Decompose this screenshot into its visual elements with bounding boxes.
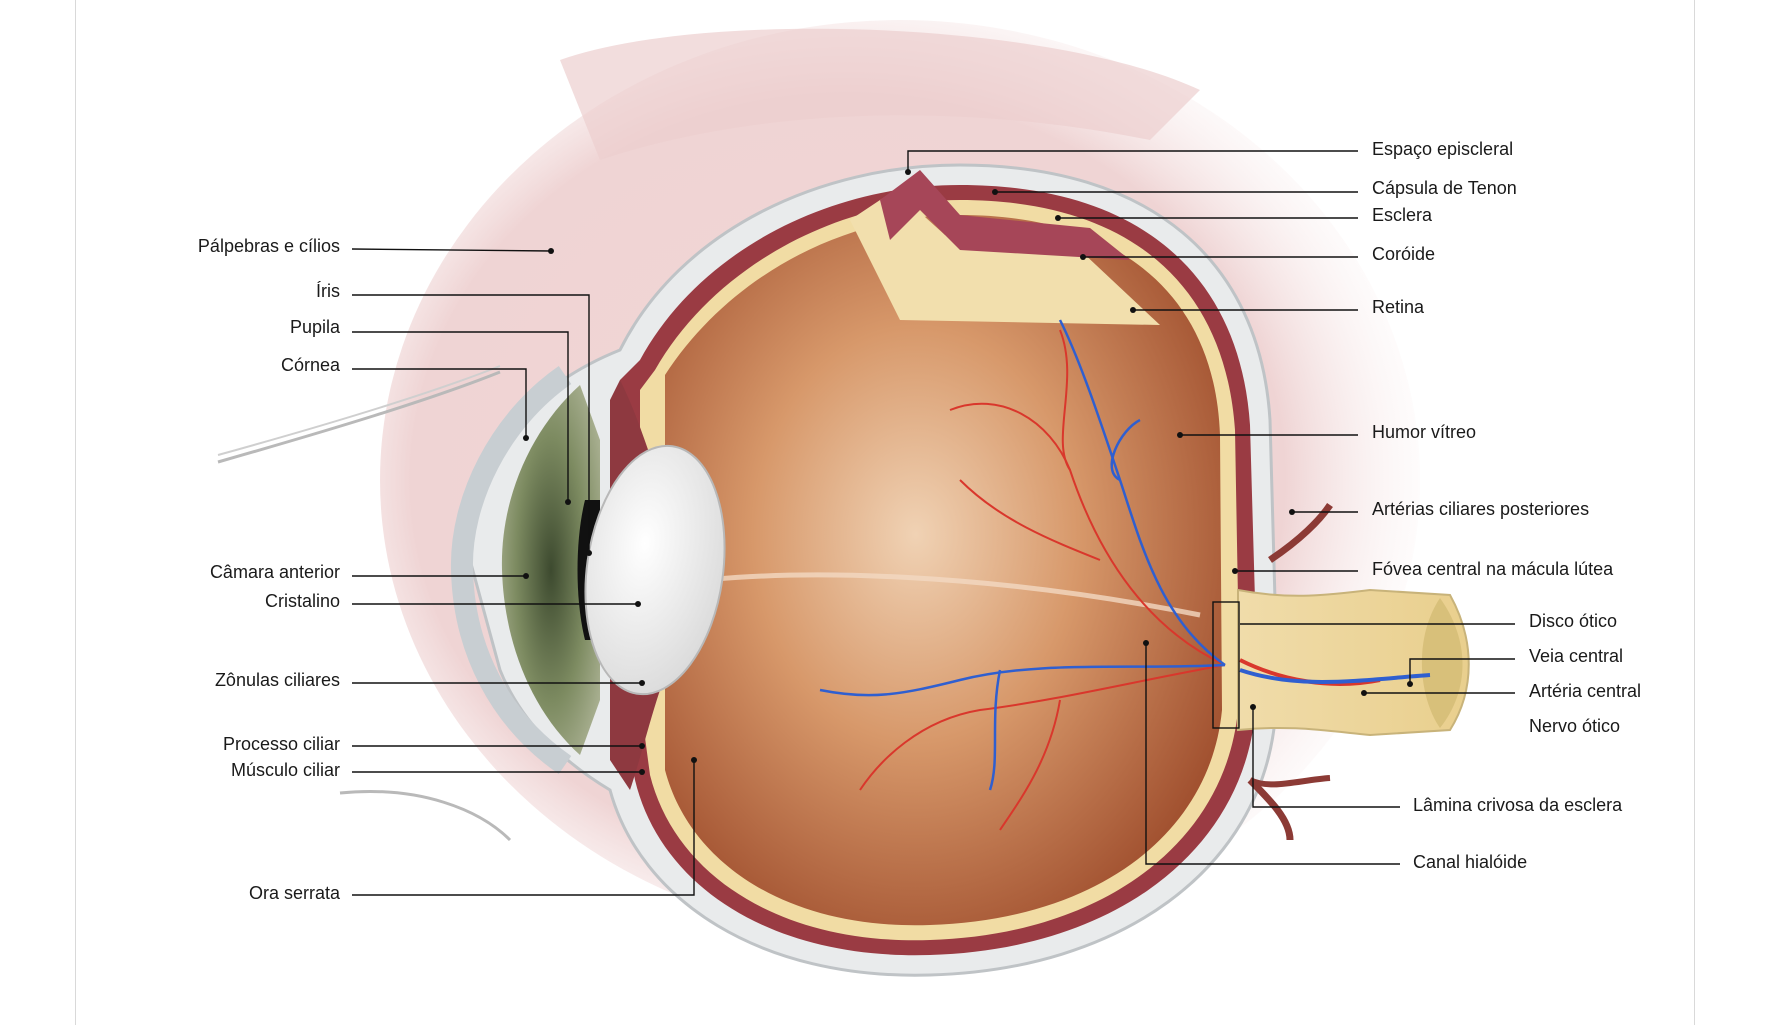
upper-tissue — [560, 28, 1200, 160]
label-zonulas: Zônulas ciliares — [215, 670, 340, 690]
label-canal-hialoide: Canal hialóide — [1413, 852, 1527, 872]
lower-lashes — [339, 790, 512, 842]
label-iris: Íris — [316, 281, 340, 301]
label-coroide: Coróide — [1372, 244, 1435, 264]
diagram-frame — [75, 0, 1695, 1025]
vitreous-humor — [665, 215, 1222, 926]
label-palpebras: Pálpebras e cílios — [198, 236, 340, 256]
retinal-arteries — [859, 329, 1381, 831]
label-cristalino: Cristalino — [265, 591, 340, 611]
retinal-veins — [819, 319, 1431, 791]
label-capsula-tenon: Cápsula de Tenon — [1372, 178, 1517, 198]
label-lamina-crivosa: Lâmina crivosa da esclera — [1413, 795, 1623, 815]
cutaway-choroid — [880, 170, 1130, 260]
label-cornea: Córnea — [281, 355, 341, 375]
label-retina: Retina — [1372, 297, 1425, 317]
cutaway-retina — [850, 190, 1160, 325]
label-pupila: Pupila — [290, 317, 341, 337]
optic-nerve-cross-section — [1421, 598, 1463, 728]
label-ora-serrata: Ora serrata — [249, 883, 341, 903]
label-disco-otico: Disco ótico — [1529, 611, 1617, 631]
posterior-ciliary-artery-upper — [1268, 503, 1333, 563]
label-humor-vitreo: Humor vítreo — [1372, 422, 1476, 442]
label-veia-central: Veia central — [1529, 646, 1623, 666]
label-nervo-otico: Nervo ótico — [1529, 716, 1620, 736]
posterior-ciliary-artery-lower — [1247, 777, 1294, 841]
label-esclera: Esclera — [1372, 205, 1433, 225]
label-processo-ciliar: Processo ciliar — [223, 734, 340, 754]
label-musculo-ciliar: Músculo ciliar — [231, 760, 340, 780]
hyaloid-ridge — [664, 572, 1201, 618]
label-arterias-ciliares: Artérias ciliares posteriores — [1372, 499, 1589, 519]
posterior-ciliary-artery-lower-2 — [1248, 775, 1331, 788]
upper-lashes — [217, 370, 501, 464]
lens — [584, 444, 726, 696]
iris — [501, 385, 600, 755]
leader-lines — [351, 150, 1515, 896]
label-arteria-central: Artéria central — [1529, 681, 1641, 701]
upper-lashes-2 — [217, 365, 501, 456]
optic-nerve — [1237, 588, 1470, 737]
cornea — [450, 365, 572, 775]
label-fovea: Fóvea central na mácula lútea — [1372, 559, 1614, 579]
label-camara-anterior: Câmara anterior — [210, 562, 340, 582]
label-espaco-episcleral: Espaço episcleral — [1372, 139, 1513, 159]
